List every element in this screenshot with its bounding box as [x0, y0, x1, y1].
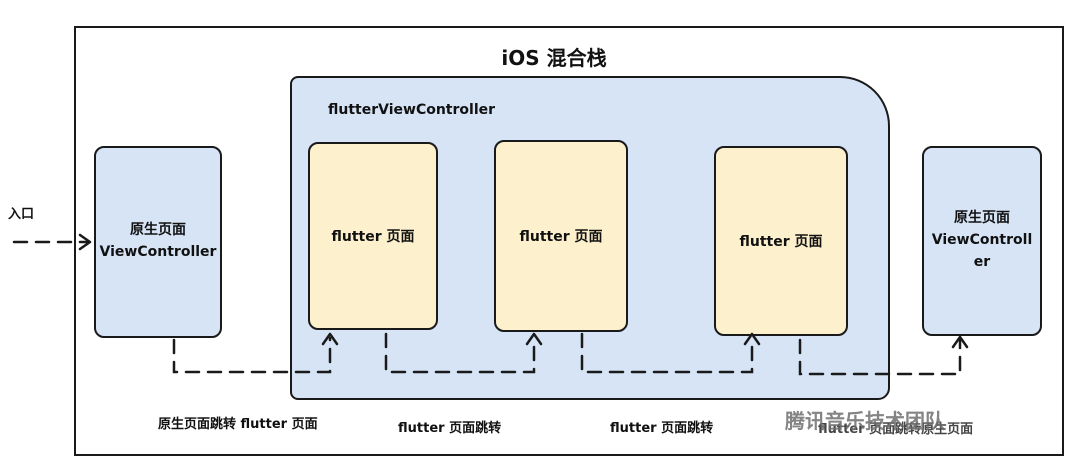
flutter-page-1-label: flutter 页面	[331, 229, 415, 245]
arrowhead-to-native-right	[951, 335, 969, 349]
caption-flutter-to-native: flutter 页面跳转原生页面	[818, 422, 974, 437]
caption-native-to-flutter: 原生页面跳转 flutter 页面	[158, 417, 318, 432]
diagram-title: iOS 混合栈	[501, 46, 607, 70]
watermark-text: 腾讯音乐技术团队	[785, 409, 945, 433]
arrowhead-to-flutter-1	[321, 332, 339, 346]
arrowhead-to-flutter-3	[743, 332, 761, 346]
flutter-page-2: flutter 页面	[494, 140, 628, 332]
jump-path-native-to-flutter	[172, 336, 332, 374]
flutter-page-1: flutter 页面	[308, 142, 438, 330]
entry-label: 入口	[8, 207, 35, 222]
flutter-page-2-label: flutter 页面	[519, 229, 603, 245]
arrowhead-to-flutter-2	[525, 332, 543, 346]
jump-path-flutter-2-to-3	[580, 332, 754, 374]
native-page-right: 原生页面 ViewControll er	[922, 146, 1042, 336]
native-page-left-line1: 原生页面	[129, 222, 186, 239]
caption-flutter-jump-2: flutter 页面跳转	[610, 421, 714, 436]
caption-flutter-jump-1: flutter 页面跳转	[398, 421, 502, 436]
native-page-right-line3: er	[973, 253, 991, 270]
entry-arrowhead	[78, 233, 92, 251]
jump-path-flutter-1-to-2	[384, 332, 536, 374]
jump-path-flutter-to-native	[798, 338, 962, 376]
native-page-right-line2: ViewControll	[931, 232, 1033, 249]
native-page-right-line1: 原生页面	[954, 210, 1010, 227]
flutter-view-controller-label: flutterViewController	[328, 102, 496, 118]
native-page-left: 原生页面 ViewController	[94, 146, 222, 338]
native-page-left-line2: ViewController	[99, 244, 217, 260]
flutter-page-3: flutter 页面	[714, 146, 848, 336]
flutter-page-3-label: flutter 页面	[739, 234, 823, 250]
